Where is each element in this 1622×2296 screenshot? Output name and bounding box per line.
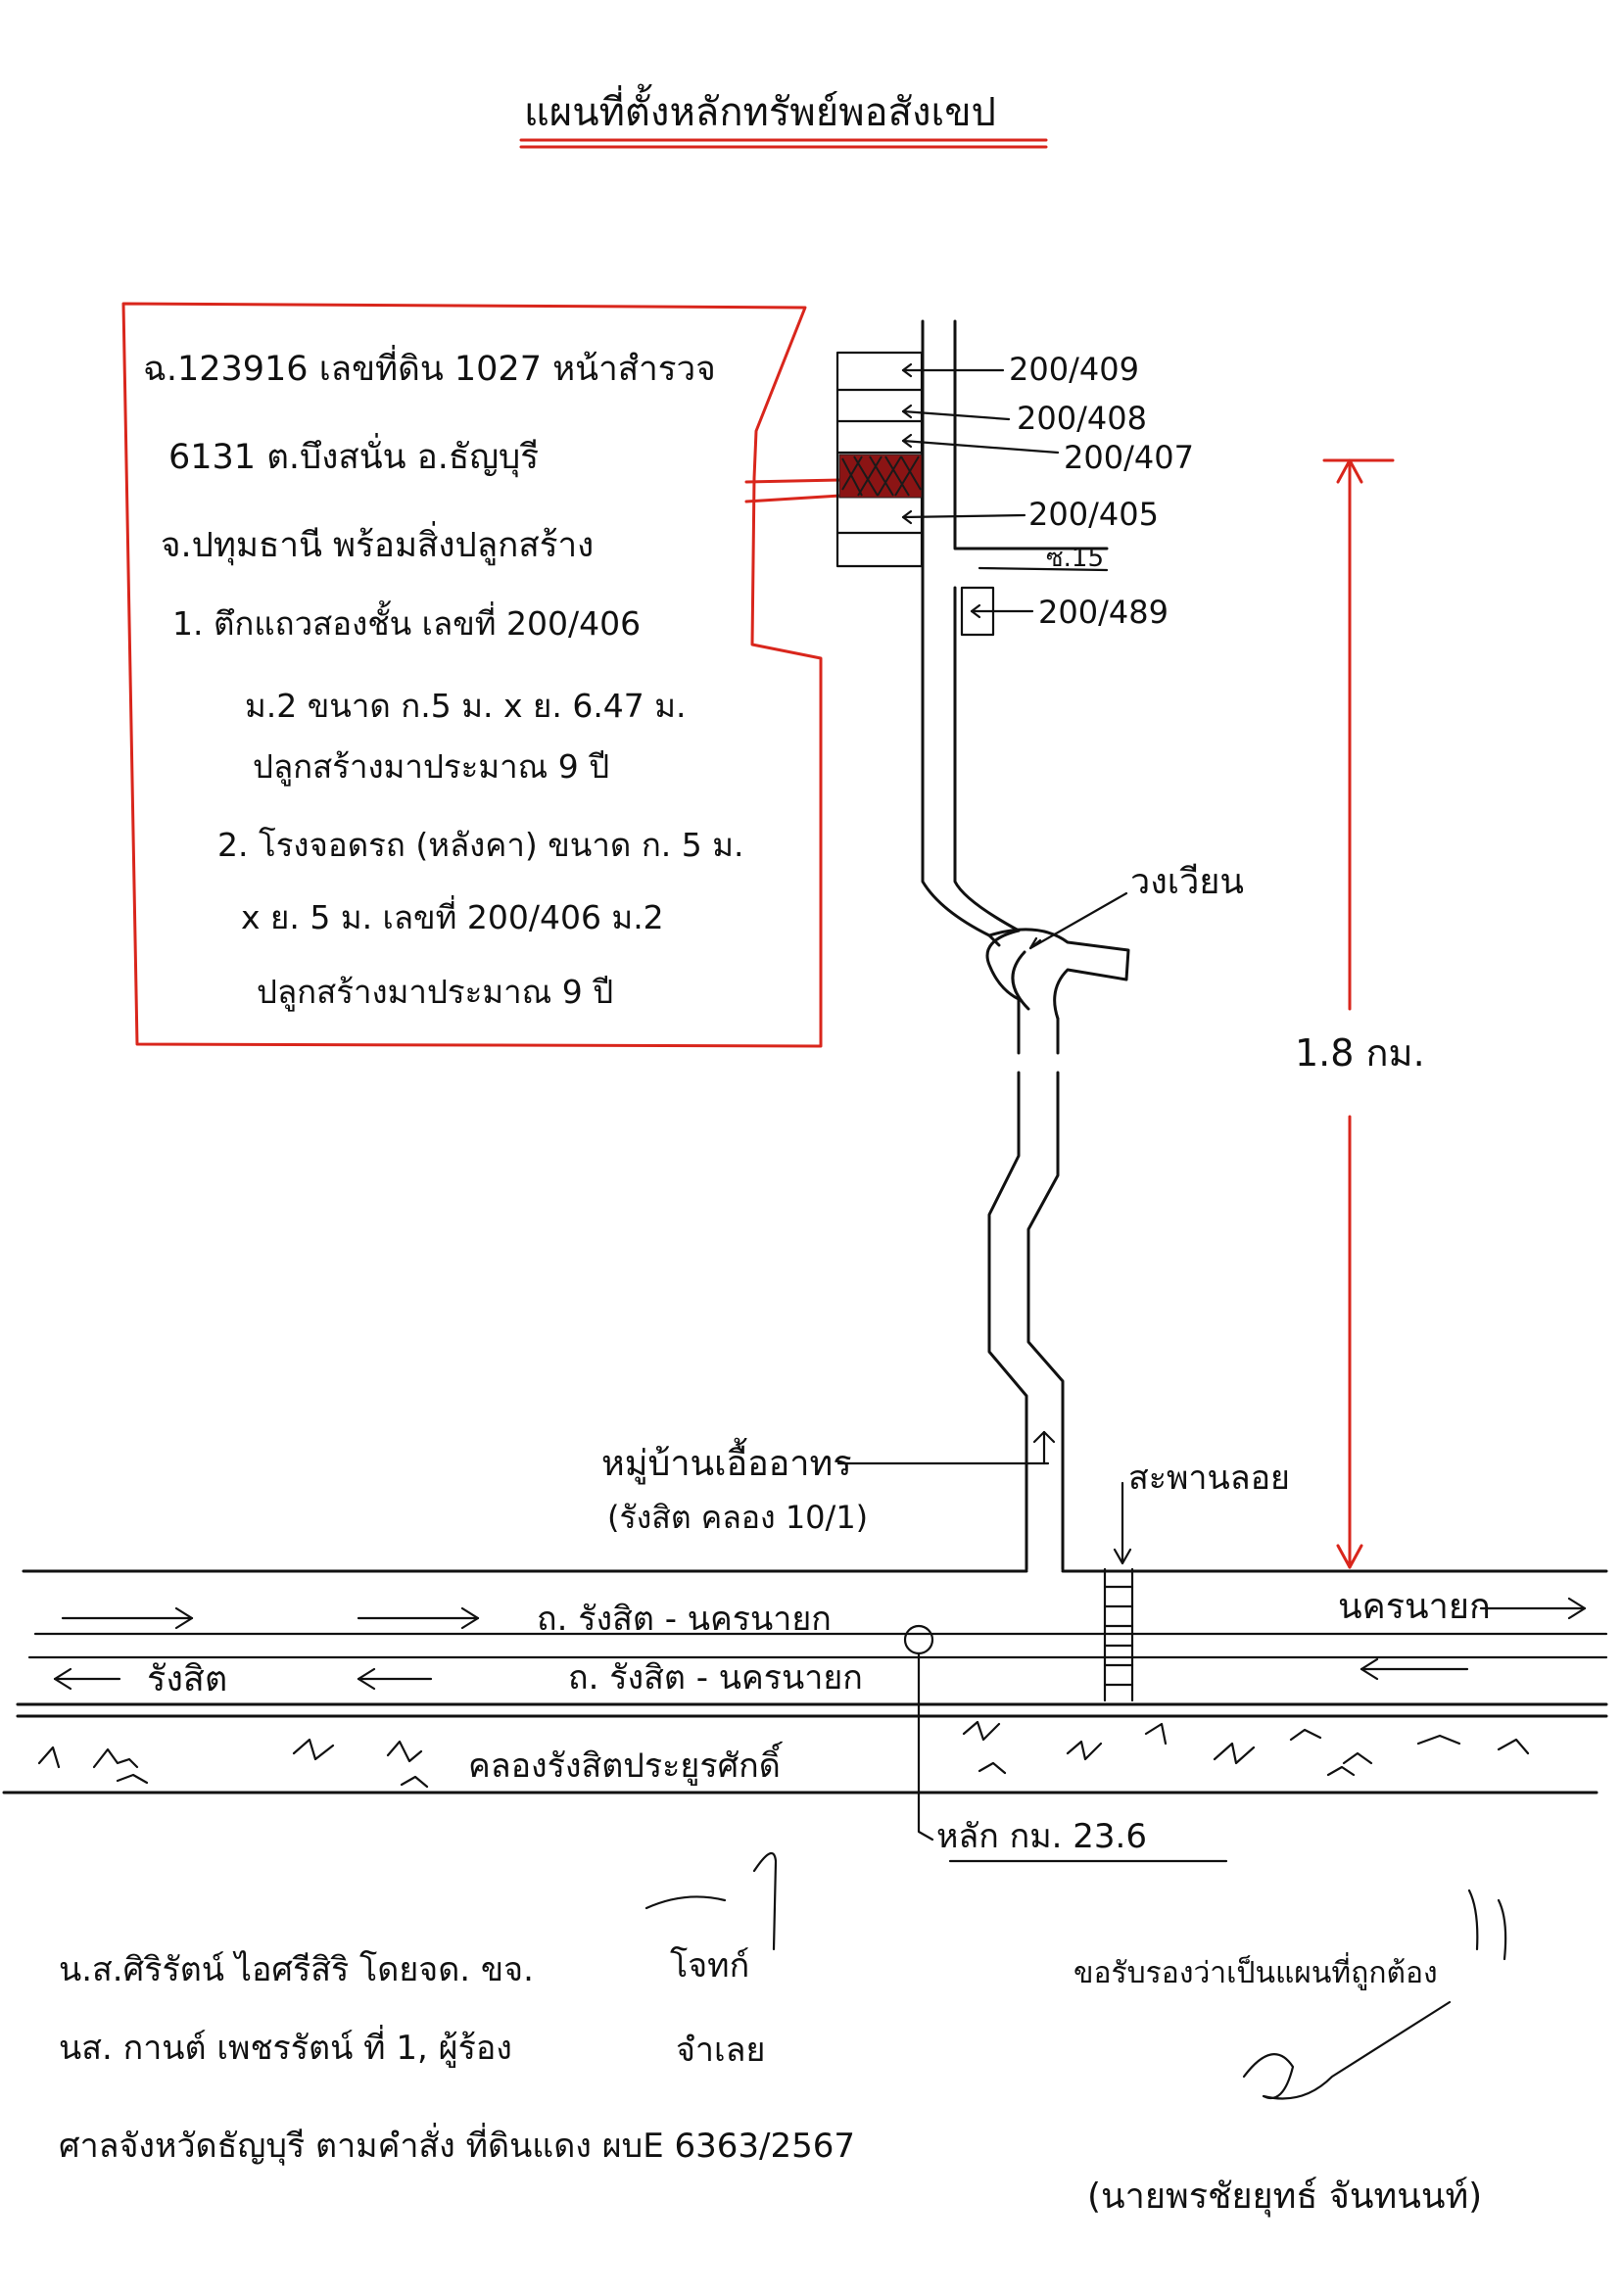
footbridge-label: สะพานลอย [1128,1459,1290,1498]
house-200-407: 200/407 [1064,439,1194,476]
village-sublabel: (รังสิต คลอง 10/1) [607,1499,868,1536]
main-road [16,1569,1608,1718]
deed-line-3: จ.ปทุมธานี พร้อมสิ่งปลูกสร้าง [161,521,594,565]
distance-label: 1.8 กม. [1295,1031,1425,1075]
deed-line-6: ปลูกสร้างมาประมาณ 9 ปี [253,747,609,787]
deed-line-5: ม.2 ขนาด ก.5 ม. x ย. 6.47 ม. [245,687,687,725]
deed-line-2: 6131 ต.บึงสนั่น อ.ธัญบุรี [168,433,539,477]
footer-mid-1: โจทก์ [670,1946,749,1985]
footer-right-1: ขอรับรองว่าเป็นแผนที่ถูกต้อง [1073,1952,1438,1990]
direction-nakhon-nayok: นครนายก [1338,1587,1491,1627]
canal-label: คลองรังสิตประยูรศักดิ์ [468,1741,784,1786]
footer-mid-2: จำเลย [676,2031,765,2070]
access-road [921,319,1130,1571]
deed-line-9: ปลูกสร้างมาประมาณ 9 ปี [257,973,613,1012]
subject-property-hatch [841,455,922,497]
deed-pointer-line-1 [744,478,842,484]
roundabout [987,928,1130,1021]
soi-label: ซ.15 [1046,544,1104,573]
road-label-lower: ถ. รังสิต - นครนายก [568,1658,863,1698]
townhouse-row [835,351,924,568]
footer-left-1: น.ส.ศิริรัตน์ ไอศรีสิริ โดยจด. ขจ. [59,1950,534,1989]
signature-plaintiff [644,1851,778,1951]
footer-right-name: (นายพรชัยยุทธ์ จันทนนท์) [1087,2176,1482,2218]
roundabout-label: วงเวียน [1130,862,1244,902]
footer: น.ส.ศิริรัตน์ ไอศรีสิริ โดยจด. ขจ. นส. ก… [59,1946,1482,2218]
road-label-upper: ถ. รังสิต - นครนายก [537,1600,832,1639]
house-200-489: 200/489 [1038,594,1169,631]
deed-pointer-line-2 [744,494,842,503]
deed-line-4: 1. ตึกแถวสองชั้น เลขที่ 200/406 [172,600,641,643]
traffic-arrows [53,1597,1587,1691]
deed-note-frame [121,302,823,1048]
deed-line-1: ฉ.123916 เลขที่ดิน 1027 หน้าสำรวจ [143,345,716,389]
footer-left-3: ศาลจังหวัดธัญบุรี ตามคำสั่ง ที่ดินแดง ผบ… [59,2123,855,2166]
direction-rangsit: รังสิต [147,1659,227,1699]
house-200-405: 200/405 [1028,496,1159,533]
footer-left-2: นส. กานต์ เพชรรัตน์ ที่ 1, ผู้ร้อง [59,2025,512,2068]
house-200-409: 200/409 [1009,351,1139,388]
house-number-callouts: 200/409 200/408 200/407 200/405 ซ.15 200… [901,351,1194,631]
map-title: แผนที่ตั้งหลักทรัพย์พอสังเขป [524,83,996,135]
km-post-label: หลัก กม. 23.6 [936,1817,1147,1856]
canal [2,1720,1598,1794]
house-200-408: 200/408 [1017,400,1147,437]
signature-surveyor [1242,1889,1507,2100]
village-label: หมู่บ้านเอื้ออาทร [601,1437,852,1485]
deed-line-7: 2. โรงจอดรถ (หลังคา) ขนาด ก. 5 ม. [217,826,744,864]
distance-marker: 1.8 กม. [1295,458,1425,1569]
deed-line-8: x ย. 5 ม. เลขที่ 200/406 ม.2 [241,895,664,936]
deed-note: ฉ.123916 เลขที่ดิน 1027 หน้าสำรวจ 6131 ต… [143,345,744,1012]
km-post-marker [903,1624,934,1655]
